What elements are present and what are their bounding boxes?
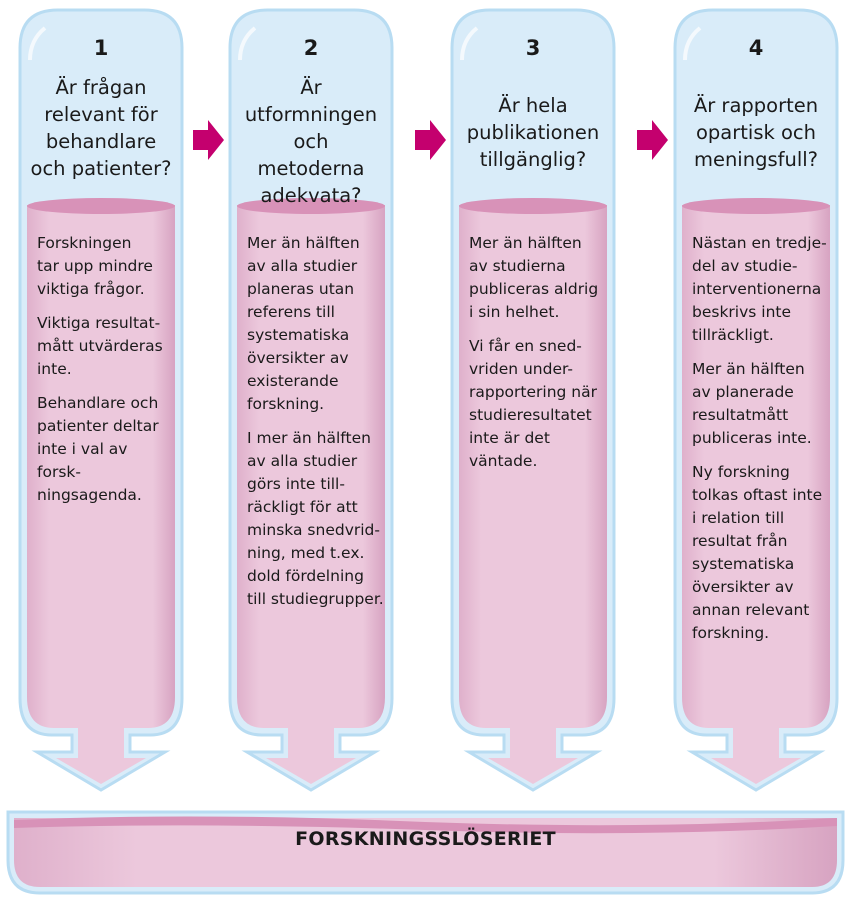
tube-3 xyxy=(450,8,616,792)
list-item: Ny forskning tolkas oftast inte i relati… xyxy=(692,463,823,642)
column-body: Mer än hälften av alla studier planeras … xyxy=(247,232,385,622)
column-body: Mer än hälften av studierna publiceras a… xyxy=(469,232,607,484)
arrow-right-icon xyxy=(637,120,668,160)
arrow-right-icon xyxy=(415,120,446,160)
tube-4 xyxy=(673,8,839,792)
list-item: Forskningen tar upp mindre viktiga frågo… xyxy=(37,234,153,298)
column-number: 1 xyxy=(93,36,109,60)
list-item: Mer än hälften av alla studier planeras … xyxy=(247,234,360,413)
tube-2 xyxy=(228,8,394,792)
column-number: 2 xyxy=(303,36,319,60)
bottom-tray xyxy=(6,810,845,895)
list-item: Nästan en tredje- del av studie- interve… xyxy=(692,234,827,344)
bottom-label: FORSKNINGSSLÖSERIET xyxy=(295,828,556,850)
list-item: Mer än hälften av planerade resultatmått… xyxy=(692,360,812,447)
column-body: Forskningen tar upp mindre viktiga frågo… xyxy=(37,232,175,518)
column-number: 3 xyxy=(525,36,541,60)
column-question: Är utformningen och metoderna adekvata? xyxy=(244,76,378,207)
column-question: Är frågan relevant för behandlare och pa… xyxy=(30,76,172,180)
list-item: Viktiga resultat- mått utvärderas inte. xyxy=(37,314,163,378)
arrow-right-icon xyxy=(193,120,224,160)
column-question: Är rapporten opartisk och meningsfull? xyxy=(693,94,819,171)
column-question: Är hela publikationen tillgänglig? xyxy=(466,94,600,171)
column-2: 2 Är utformningen och metoderna adekvata… xyxy=(231,0,391,740)
tube-1 xyxy=(18,8,184,792)
column-body: Nästan en tredje- del av studie- interve… xyxy=(692,232,830,656)
list-item: Vi får en sned- vriden under- rapporteri… xyxy=(469,337,597,470)
column-number: 4 xyxy=(748,36,764,60)
list-item: Behandlare och patienter deltar inte i v… xyxy=(37,394,159,504)
list-item: I mer än hälften av alla studier görs in… xyxy=(247,429,384,608)
column-3: 3 Är hela publikationen tillgänglig? Mer… xyxy=(453,0,613,740)
column-4: 4 Är rapporten opartisk och meningsfull?… xyxy=(676,0,836,740)
list-item: Mer än hälften av studierna publiceras a… xyxy=(469,234,599,321)
column-1: 1 Är frågan relevant för behandlare och … xyxy=(21,0,181,740)
